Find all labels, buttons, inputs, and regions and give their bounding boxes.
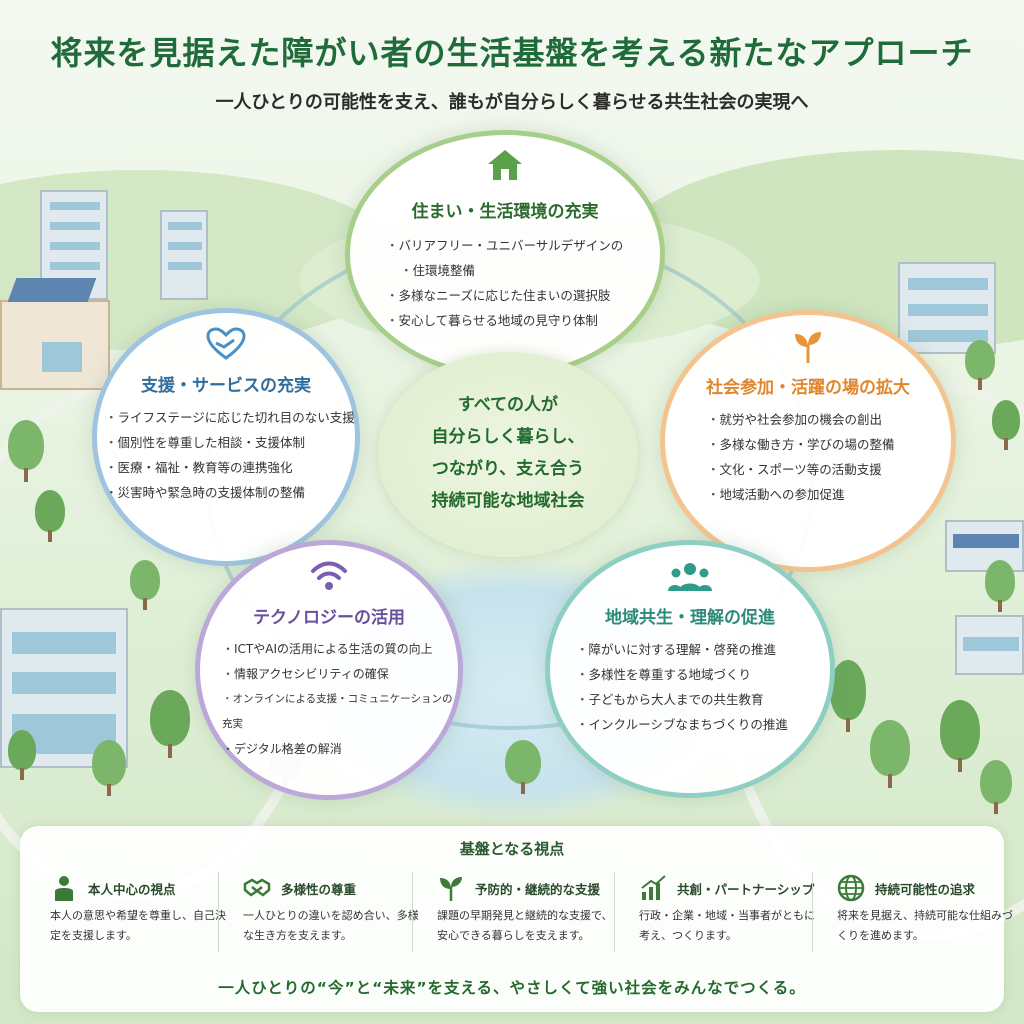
person-icon: [55, 876, 73, 901]
page-subtitle: 一人ひとりの可能性を支え、誰もが自分らしく暮らせる共生社会の実現へ: [215, 92, 809, 113]
perspective-title: 予防的・継続的な支援: [475, 882, 601, 897]
perspective-title: 多様性の尊重: [281, 882, 357, 897]
pillar-housing-list: バリアフリー・ユニバーサルデザインの 住環境整備 多様なニーズに応じた住まいの選…: [386, 233, 624, 333]
center-line: つながり、支え合う: [431, 459, 585, 479]
pillar-participation: 社会参加・活躍の場の拡大 就労や社会参加の機会の創出 多様な働き方・学びの場の整…: [660, 310, 956, 572]
list-item: ライフステージに応じた切れ目のない支援: [105, 405, 360, 430]
perspective-desc: 一人ひとりの違いを認め合い、多様な生き方を支えます。: [243, 909, 419, 942]
pillar-technology: テクノロジーの活用 ICTやAIの活用による生活の質の向上 情報アクセシビリティ…: [195, 540, 463, 800]
perspective-desc: 行政・企業・地域・当事者がともに考え、つくります。: [639, 909, 815, 942]
pillar-support: 支援・サービスの充実 ライフステージに応じた切れ目のない支援 個別性を尊重した相…: [92, 308, 360, 566]
list-item: インクルーシブなまちづくりの推進: [576, 712, 788, 737]
globe-icon: [837, 874, 865, 902]
pillar-technology-list: ICTやAIの活用による生活の質の向上 情報アクセシビリティの確保 オンラインに…: [222, 637, 458, 762]
pillar-technology-title: テクノロジーの活用: [253, 608, 405, 628]
perspective-title: 持続可能性の追求: [875, 882, 976, 897]
pillar-support-list: ライフステージに応じた切れ目のない支援 個別性を尊重した相談・支援体制 医療・福…: [105, 405, 360, 505]
list-item: 文化・スポーツ等の活動支援: [707, 457, 895, 482]
list-item: 個別性を尊重した相談・支援体制: [105, 430, 360, 455]
perspective-diversity: 多様性の尊重 一人ひとりの違いを認め合い、多様な生き方を支えます。: [223, 874, 419, 952]
sprout-icon: [795, 332, 821, 363]
list-item: 子どもから大人までの共生教育: [576, 687, 788, 712]
list-item: ICTやAIの活用による生活の質の向上: [222, 637, 458, 662]
perspective-sustainability: 持続可能性の追求 将来を見据え、持続可能な仕組みづくりを進めます。: [817, 874, 1013, 952]
perspective-title: 本人中心の視点: [88, 882, 176, 897]
house-icon: [488, 150, 522, 180]
divider: [412, 872, 413, 952]
list-item: 災害時や緊急時の支援体制の整備: [105, 480, 360, 505]
page-title: 将来を見据えた障がい者の生活基盤を考える新たなアプローチ: [50, 34, 974, 72]
perspective-title: 共創・パートナーシップ: [677, 882, 815, 897]
perspective-desc: 本人の意思や希望を尊重し、自己決定を支援します。: [50, 909, 226, 942]
seedling-icon: [440, 877, 462, 901]
center-line: 持続可能な地域社会: [431, 491, 585, 511]
perspective-desc: 将来を見据え、持続可能な仕組みづくりを進めます。: [837, 909, 1013, 942]
pillar-support-title: 支援・サービスの充実: [141, 376, 311, 396]
divider: [614, 872, 615, 952]
list-item: バリアフリー・ユニバーサルデザインの: [386, 233, 624, 258]
list-item: 就労や社会参加の機会の創出: [707, 407, 895, 432]
list-item: 地域活動への参加促進: [707, 482, 895, 507]
handshake-icon: [243, 878, 271, 897]
growth-chart-icon: [641, 875, 666, 900]
perspective-preventive: 予防的・継続的な支援 課題の早期発見と継続的な支援で、安心できる暮らしを支えます…: [417, 874, 613, 952]
center-vision: すべての人が 自分らしく暮らし、 つながり、支え合う 持続可能な地域社会: [378, 352, 638, 557]
divider: [812, 872, 813, 952]
wifi-icon: [311, 561, 347, 590]
list-item: 多様性を尊重する地域づくり: [576, 662, 788, 687]
pillar-community: 地域共生・理解の促進 障がいに対する理解・啓発の推進 多様性を尊重する地域づくり…: [545, 540, 835, 798]
perspective-desc: 課題の早期発見と継続的な支援で、安心できる暮らしを支えます。: [437, 909, 613, 942]
slogan: 一人ひとりの“今”と“未来”を支える、やさしくて強い社会をみんなでつくる。: [218, 979, 806, 997]
center-line: 自分らしく暮らし、: [431, 427, 585, 447]
list-item: オンラインによる支援・コミュニケーションの充実: [222, 687, 458, 737]
perspective-partnership: 共創・パートナーシップ 行政・企業・地域・当事者がともに考え、つくります。: [619, 874, 815, 952]
list-item: 安心して暮らせる地域の見守り体制: [386, 308, 623, 333]
list-item: 障がいに対する理解・啓発の推進: [576, 637, 788, 662]
pillar-community-list: 障がいに対する理解・啓発の推進 多様性を尊重する地域づくり 子どもから大人までの…: [576, 637, 788, 737]
pillar-participation-list: 就労や社会参加の機会の創出 多様な働き方・学びの場の整備 文化・スポーツ等の活動…: [707, 407, 895, 507]
heart-hands-icon: [206, 327, 246, 360]
pillar-housing: 住まい・生活環境の充実 バリアフリー・ユニバーサルデザインの 住環境整備 多様な…: [345, 130, 665, 378]
list-item: 多様なニーズに応じた住まいの選択肢: [386, 283, 623, 308]
foundation-title: 基盤となる視点: [459, 840, 565, 858]
list-item: 情報アクセシビリティの確保: [222, 662, 458, 687]
perspective-person-centered: 本人中心の視点 本人の意思や希望を尊重し、自己決定を支援します。: [30, 874, 226, 952]
center-line: すべての人が: [457, 395, 559, 415]
list-item-continued: 住環境整備: [412, 263, 476, 278]
pillar-housing-title: 住まい・生活環境の充実: [411, 202, 599, 222]
list-item: 多様な働き方・学びの場の整備: [707, 432, 895, 457]
divider: [218, 872, 219, 952]
pillar-community-title: 地域共生・理解の促進: [605, 608, 775, 628]
foundation-panel: 基盤となる視点 本人中心の視点 本人の意思や希望を尊重し、自己決定を支援します。…: [20, 826, 1013, 1012]
pillar-participation-title: 社会参加・活躍の場の拡大: [706, 378, 910, 398]
list-item: 医療・福祉・教育等の連携強化: [105, 455, 360, 480]
list-item: 住環境整備: [386, 258, 623, 283]
people-icon: [668, 563, 712, 591]
list-item: デジタル格差の解消: [222, 737, 458, 762]
